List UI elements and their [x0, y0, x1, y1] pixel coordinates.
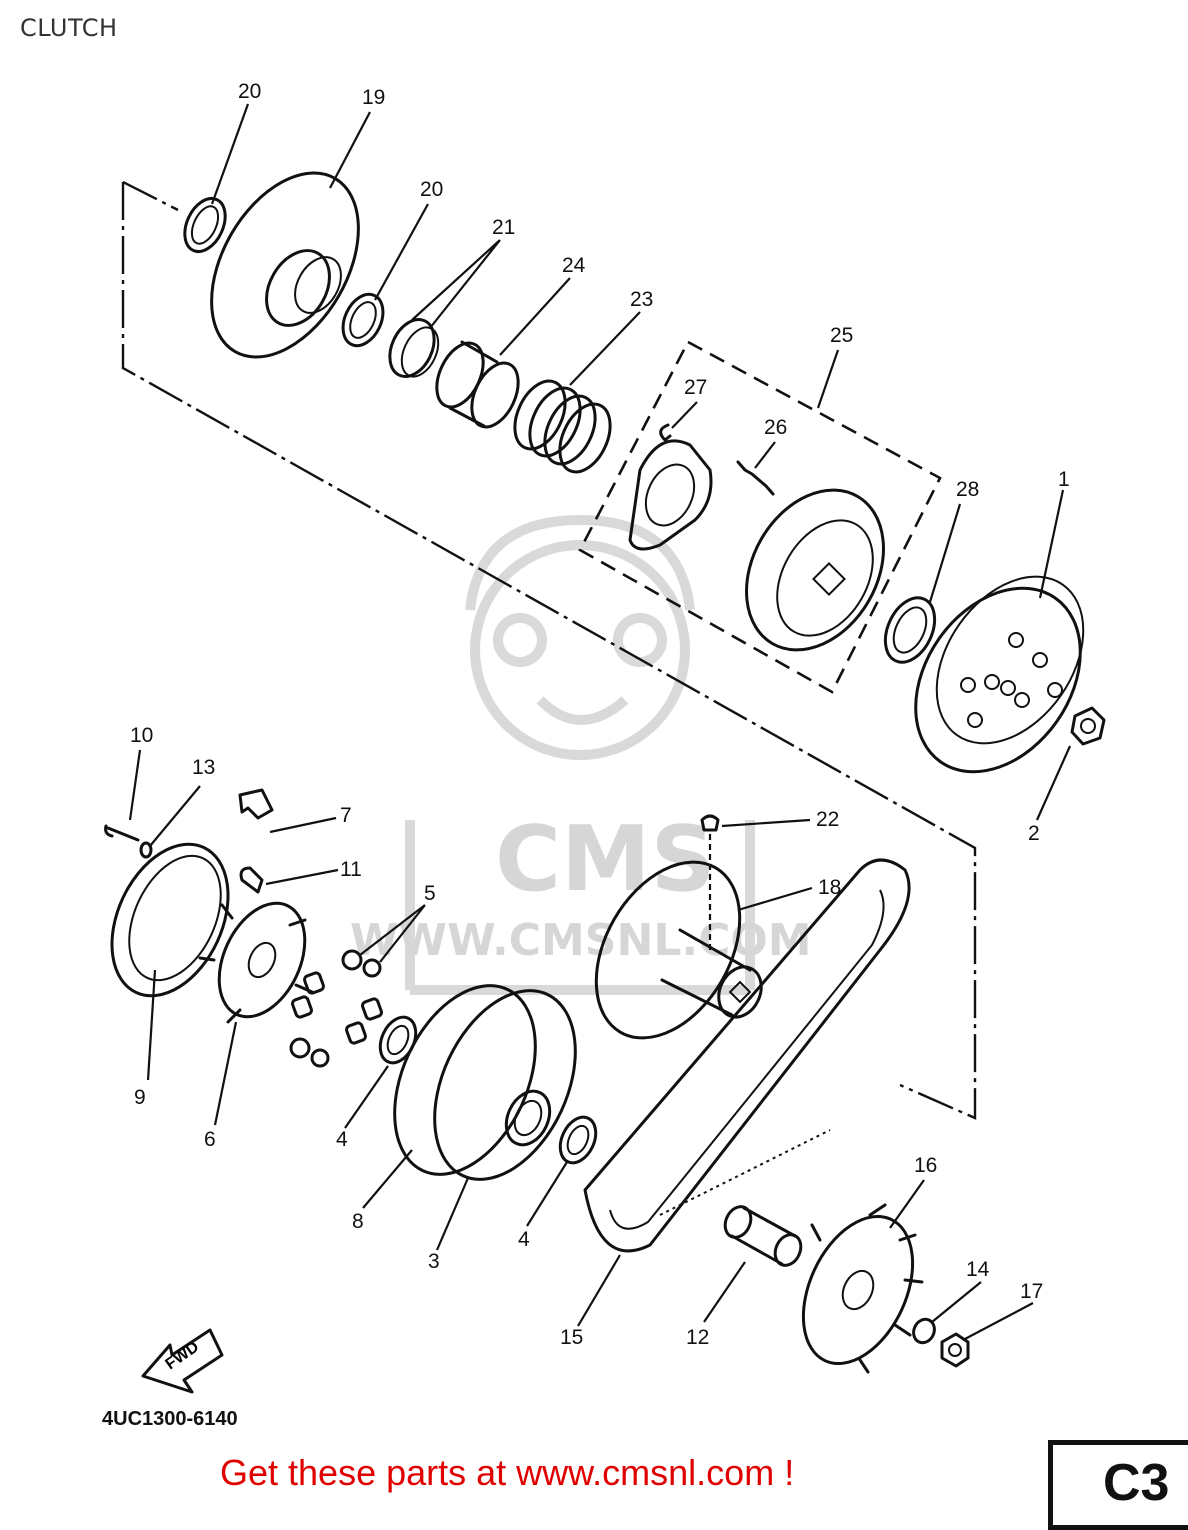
callout-6: 6 [204, 1128, 216, 1151]
callout-3: 3 [428, 1250, 440, 1273]
part-1-clutch-housing [914, 575, 1085, 774]
page-code: C3 [1103, 1454, 1170, 1512]
callout-1: 1 [1058, 468, 1070, 491]
part-24-collar [435, 340, 520, 429]
callout-26: 26 [764, 416, 787, 439]
callout-16: 16 [914, 1154, 937, 1177]
part-25-plate [628, 439, 713, 551]
callout-4-left: 4 [336, 1128, 348, 1151]
part-25-group-outline [578, 340, 942, 694]
callout-23: 23 [630, 288, 653, 311]
callout-15: 15 [560, 1326, 583, 1349]
part-27-clip [659, 423, 672, 442]
part-23-compression-spring [513, 379, 612, 474]
part-17-nut [940, 1332, 970, 1368]
callout-8: 8 [352, 1210, 364, 1233]
callout-25: 25 [830, 324, 853, 347]
callout-17: 17 [1020, 1280, 1043, 1303]
part-3-primary-sheave [393, 984, 577, 1181]
page-title: CLUTCH [20, 14, 118, 42]
fwd-arrow-icon: FWD [141, 1328, 224, 1394]
part-5-weight-rollers [289, 949, 383, 1068]
part-10-bolt [104, 824, 140, 842]
callout-9: 9 [134, 1086, 146, 1109]
part-16-fan-pulley [801, 1203, 924, 1374]
part-7-slider [238, 788, 274, 820]
callout-20-lower: 20 [420, 178, 443, 201]
part-19-sliding-sheave [210, 171, 360, 359]
callout-27: 27 [684, 376, 707, 399]
callout-13: 13 [192, 756, 215, 779]
callout-19: 19 [362, 86, 385, 109]
part-28-seal [883, 596, 937, 664]
part-6-ramp-plate [198, 901, 314, 1024]
callout-22: 22 [816, 808, 839, 831]
part-9-cam [110, 842, 230, 998]
page-code-box: C3 [1048, 1440, 1188, 1530]
upper-chain-line [121, 180, 977, 1120]
part-20-seal-upper [183, 197, 227, 253]
fwd-arrow-label: FWD [163, 1338, 203, 1373]
part-20-seal-lower [341, 292, 385, 348]
footer-link[interactable]: Get these parts at www.cmsnl.com ! [220, 1452, 795, 1493]
figure-code: 4UC1300-6140 [102, 1408, 238, 1430]
callout-14: 14 [966, 1258, 990, 1281]
part-12-spacer [723, 1205, 803, 1267]
callout-11: 11 [340, 858, 362, 881]
part-2-nut [1070, 706, 1106, 746]
leader-lines [128, 103, 1072, 1341]
part-25-clutch-carrier [745, 488, 885, 652]
callout-4-right: 4 [518, 1228, 530, 1251]
callout-18: 18 [818, 876, 841, 899]
part-11-guide [239, 866, 264, 894]
exploded-parts-diagram: CMS WWW.CMSNL.COM [104, 80, 1106, 1394]
callout-10: 10 [130, 724, 153, 747]
watermark-logo-text: CMS [495, 807, 715, 912]
part-26-clutch-spring [736, 460, 775, 496]
part-21-o-rings [388, 318, 440, 378]
part-22-pin [700, 814, 720, 950]
part-13-washer [139, 841, 153, 859]
watermark-logo: CMS WWW.CMSNL.COM [350, 514, 812, 995]
part-14-washer [912, 1317, 936, 1345]
part-18-secondary-sheave [594, 860, 763, 1040]
part-9-leader-line [146, 969, 157, 1081]
callout-numbers: 20 19 20 21 24 23 25 27 26 28 1 2 10 13 … [130, 80, 1070, 1349]
callout-12: 12 [686, 1326, 709, 1349]
callout-2: 2 [1028, 822, 1040, 845]
callout-7: 7 [340, 804, 352, 827]
callout-21: 21 [492, 216, 515, 239]
part-15-v-belt [583, 858, 911, 1253]
callout-20-upper: 20 [238, 80, 261, 103]
part-4-collar-right [558, 1115, 598, 1165]
watermark-url-text: WWW.CMSNL.COM [350, 915, 812, 966]
callout-24: 24 [562, 254, 586, 277]
callout-28: 28 [956, 478, 979, 501]
callout-5: 5 [424, 882, 436, 905]
